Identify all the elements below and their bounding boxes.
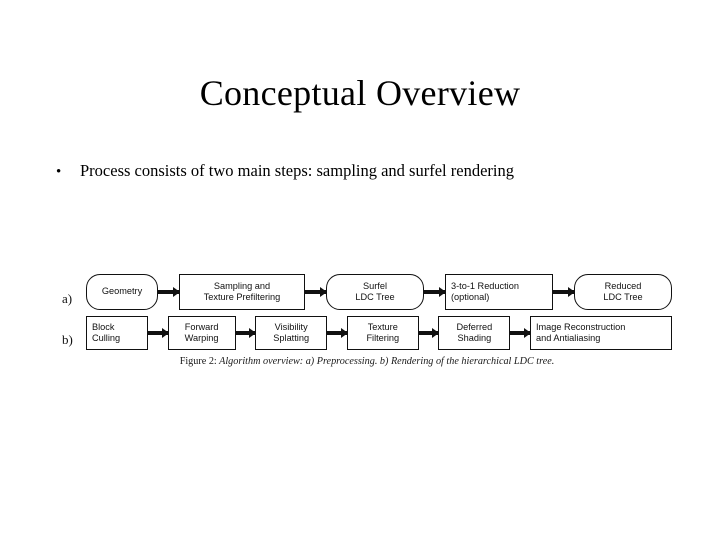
flow-arrow-icon	[158, 287, 180, 297]
bullet-item: • Process consists of two main steps: sa…	[56, 161, 676, 181]
flow-arrow-icon	[235, 328, 257, 338]
flow-arrow-icon	[305, 287, 327, 297]
flow-node-label: Image Reconstruction	[535, 321, 626, 332]
flow-node-label: Warping	[184, 333, 219, 343]
flow-node-label: LDC Tree	[603, 292, 643, 302]
flow-node-label: Forward	[184, 321, 219, 332]
flow-node-label: Reduced	[604, 280, 642, 291]
flow-node-label: Texture Prefiltering	[203, 292, 281, 302]
flow-arrow-icon	[418, 328, 440, 338]
flow-node-label: Block	[92, 321, 115, 332]
flow-node-geometry: Geometry	[86, 274, 158, 310]
flow-node-label: Surfel	[362, 280, 387, 291]
flow-node-label: and Antialiasing	[535, 333, 601, 343]
figure-caption-label: Figure 2:	[179, 356, 217, 367]
flow-node-label: 3-to-1 Reduction	[451, 280, 519, 291]
flow-node-label: Sampling and	[213, 280, 271, 291]
flow-arrow-icon	[510, 328, 531, 338]
pipeline-row-label-b: b)	[62, 331, 73, 347]
flow-arrow-icon	[553, 287, 575, 297]
flow-arrow-icon	[148, 328, 169, 338]
flow-node-3-to-1-reduction-optional: 3-to-1 Reduction(optional)	[445, 274, 553, 310]
figure-caption-body: Algorithm overview: a) Preprocessing. b)…	[216, 356, 555, 367]
flow-node-label: Shading	[457, 333, 492, 343]
flow-node-label: Splatting	[273, 333, 310, 343]
flow-arrow-icon	[327, 328, 348, 338]
figure-caption: Figure 2: Algorithm overview: a) Preproc…	[62, 356, 672, 367]
flow-node-label: (optional)	[451, 292, 490, 302]
flow-node-label: Culling	[92, 333, 121, 343]
flow-node-label: Texture	[367, 321, 398, 332]
page-title: Conceptual Overview	[199, 73, 521, 113]
flow-node-label: Geometry	[101, 286, 143, 297]
flow-node-label: Filtering	[366, 333, 400, 343]
flow-node-label: Deferred	[456, 321, 493, 332]
pipeline-row-label-a: a)	[62, 290, 73, 306]
bullet-text: Process consists of two main steps: samp…	[80, 161, 514, 180]
flow-node-label: Visibility	[274, 321, 308, 332]
bullet-marker-icon: •	[56, 164, 62, 180]
flow-arrow-icon	[424, 287, 446, 297]
flow-node-label: LDC Tree	[355, 292, 395, 302]
